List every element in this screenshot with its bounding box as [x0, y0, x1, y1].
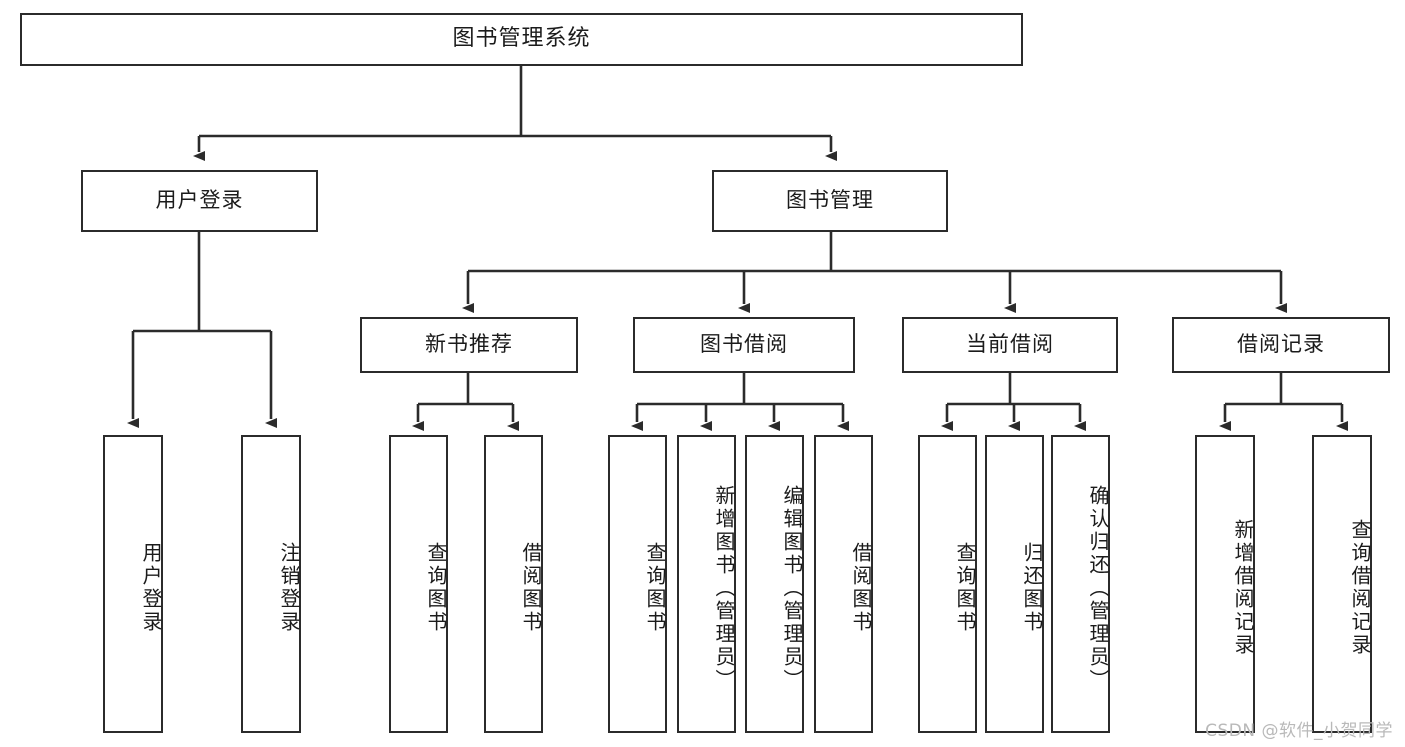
node-label: 新增图书（管理员）: [712, 484, 736, 692]
node-label: 编辑图书（管理员）: [780, 484, 804, 692]
node-book-management[interactable]: 图书管理: [712, 170, 948, 232]
node-label: 借阅图书: [519, 542, 543, 634]
node-label: 当前借阅: [966, 332, 1054, 357]
node-label: 查询图书: [424, 542, 448, 634]
leaf-current-borrow-return-book[interactable]: 归还图书: [985, 435, 1044, 733]
node-label: 用户登录: [139, 542, 163, 634]
leaf-book-borrow-query-book[interactable]: 查询图书: [608, 435, 667, 733]
node-label: 确认归还（管理员）: [1086, 484, 1110, 692]
node-label: 借阅图书: [849, 542, 873, 634]
node-label: 归还图书: [1020, 542, 1044, 634]
leaf-user-login-logout[interactable]: 注销登录: [241, 435, 301, 733]
leaf-book-borrow-add-book-admin[interactable]: 新增图书（管理员）: [677, 435, 736, 733]
node-root-book-management-system[interactable]: 图书管理系统: [20, 13, 1023, 66]
leaf-current-borrow-query-book[interactable]: 查询图书: [918, 435, 977, 733]
leaf-current-borrow-confirm-return-admin[interactable]: 确认归还（管理员）: [1051, 435, 1110, 733]
node-current-borrow[interactable]: 当前借阅: [902, 317, 1118, 373]
leaf-borrow-record-add-record[interactable]: 新增借阅记录: [1195, 435, 1255, 733]
leaf-new-book-query-book[interactable]: 查询图书: [389, 435, 448, 733]
node-label: 查询图书: [953, 542, 977, 634]
csdn-watermark: CSDN @软件_小贺同学: [1205, 721, 1393, 741]
node-label: 注销登录: [277, 542, 301, 634]
node-label: 新增借阅记录: [1231, 519, 1255, 657]
node-label: 图书管理系统: [452, 26, 591, 52]
node-label: 查询图书: [643, 542, 667, 634]
leaf-borrow-record-query-record[interactable]: 查询借阅记录: [1312, 435, 1372, 733]
leaf-book-borrow-edit-book-admin[interactable]: 编辑图书（管理员）: [745, 435, 804, 733]
node-borrow-record[interactable]: 借阅记录: [1172, 317, 1390, 373]
leaf-user-login-user-login[interactable]: 用户登录: [103, 435, 163, 733]
leaf-book-borrow-borrow-book[interactable]: 借阅图书: [814, 435, 873, 733]
node-new-book-recommend[interactable]: 新书推荐: [360, 317, 578, 373]
node-label: 图书管理: [786, 188, 874, 213]
node-label: 借阅记录: [1237, 332, 1325, 357]
node-label: 用户登录: [155, 188, 244, 213]
node-label: 图书借阅: [700, 332, 788, 357]
node-label: 查询借阅记录: [1348, 519, 1372, 657]
leaf-new-book-borrow-book[interactable]: 借阅图书: [484, 435, 543, 733]
node-book-borrow[interactable]: 图书借阅: [633, 317, 855, 373]
node-label: 新书推荐: [425, 332, 513, 357]
node-user-login[interactable]: 用户登录: [81, 170, 318, 232]
